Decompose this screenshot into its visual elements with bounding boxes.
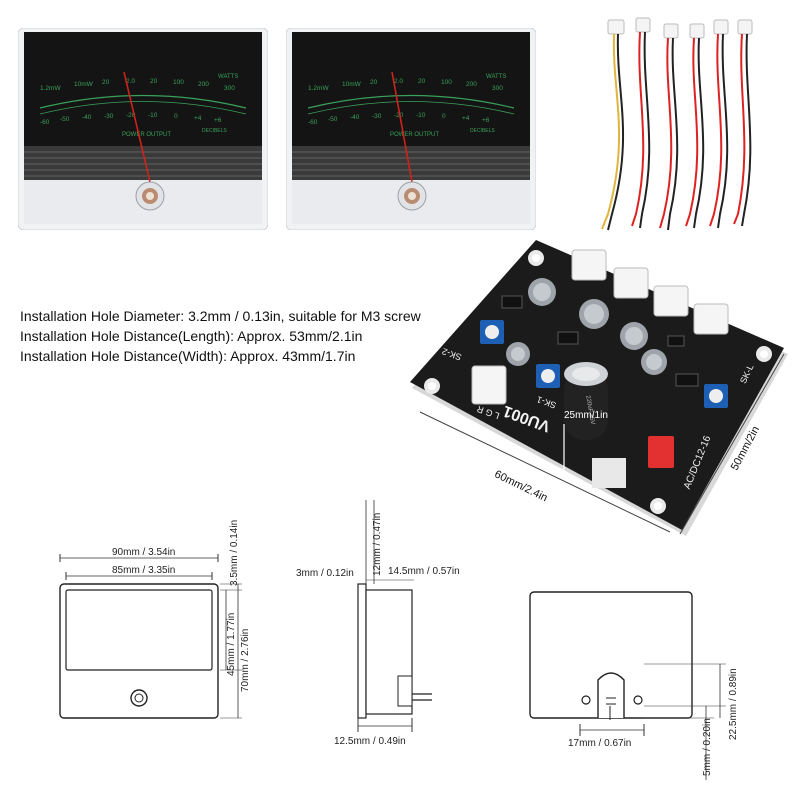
db-label: DECIBELS [470,128,495,134]
mounting-holes [424,250,772,514]
watts-tick-1: 1.2mW [40,85,61,92]
db-tick-6: -10 [416,112,426,119]
meter-title: POWER OUTPUT [390,132,439,138]
db-label: DECIBELS [202,128,227,134]
driver-board: 220uF 25V VU001 AC/DC12-16 SK-2 SK-1 SK-… [410,240,788,536]
cable-yellow [601,19,625,231]
db-tick-9: +6 [482,117,490,124]
vu-meter-left: WATTS 1.2mW 10mW 20 2.0 20 100 200 300 -… [18,28,268,230]
db-tick-3: -40 [350,114,360,121]
dim-height: 25mm/1in [564,410,608,421]
vu-meter-right: WATTS 1.2mW 10mW 20 2.0 20 100 200 300 -… [286,28,536,230]
back-mount-bracket [597,672,625,718]
output-connectors [571,249,729,335]
dim-back-hole-span: 17mm / 0.67in [568,738,631,749]
watts-tick-6: 100 [441,79,452,86]
watts-tick-2: 10mW [74,81,94,88]
watts-tick-8: 300 [224,85,235,92]
dim-side-bottom-depth: 12.5mm / 0.49in [334,736,406,747]
db-tick-9: +6 [214,117,222,124]
meter-needle [123,71,151,183]
watts-label: WATTS [486,74,506,80]
db-tick-4: -30 [372,113,382,120]
watts-tick-4: 2.0 [126,78,135,85]
watts-tick-3: 20 [370,79,378,86]
dim-length: 60mm/2.4in [492,468,549,504]
dim-front-inner-width: 85mm / 3.35in [112,565,175,576]
watts-tick-7: 200 [466,81,477,88]
silkscreen-pad [592,458,626,488]
front-view-drawing: 90mm / 3.54in 85mm / 3.35in 3.5mm / 0.14… [59,520,251,719]
watts-tick-3: 20 [102,79,110,86]
watts-tick-2: 10mW [342,81,362,88]
dim-front-inner-height: 45mm / 1.77in [226,613,237,676]
cable-2 [631,17,651,229]
big-capacitor: 220uF 25V [564,362,608,440]
watts-tick-6: 100 [173,79,184,86]
cable-5 [709,19,729,229]
side-view-drawing: 12mm / 0.47in 3mm / 0.12in 14.5mm / 0.57… [296,500,460,747]
spec-hole-distance-width: Installation Hole Distance(Width): Appro… [20,348,356,364]
watts-tick-8: 300 [492,85,503,92]
capacitors [506,278,667,375]
cap-label: 220uF 25V [584,395,595,425]
dim-side-face-depth: 3mm / 0.12in [296,568,354,579]
db-tick-8: +4 [462,115,470,122]
db-tick-8: +4 [194,115,202,122]
spec-hole-diameter: Installation Hole Diameter: 3.2mm / 0.13… [20,308,421,324]
db-tick-7: 0 [174,113,178,120]
power-connector [648,436,674,468]
side-face [357,583,367,719]
db-tick-3: -40 [82,114,92,121]
spec-hole-distance-length: Installation Hole Distance(Length): Appr… [20,328,363,344]
watts-tick-7: 200 [198,81,209,88]
trim-potentiometers [480,320,728,408]
cable-set [601,17,753,231]
db-tick-1: -60 [308,119,318,126]
dim-back-hole-height: 22.5mm / 0.89in [728,668,739,740]
spec-list: Installation Hole Diameter: 3.2mm / 0.13… [20,306,480,366]
meter-title: POWER OUTPUT [122,132,171,138]
ic-chips [501,295,699,387]
db-tick-5: -20 [394,112,404,119]
db-tick-1: -60 [40,119,50,126]
watts-label: WATTS [218,74,238,80]
db-tick-4: -30 [104,113,114,120]
db-tick-5: -20 [126,112,136,119]
db-tick-6: -10 [148,112,158,119]
meter-window [65,589,213,671]
cable-4 [685,23,705,229]
db-tick-7: 0 [442,113,446,120]
dim-front-outer-width: 90mm / 3.54in [112,547,175,558]
cable-3 [659,23,679,231]
dim-side-top-height: 12mm / 0.47in [372,513,383,576]
db-tick-2: -50 [60,116,70,123]
dim-side-body-depth: 14.5mm / 0.57in [388,566,460,577]
dim-back-hole-offset: 5mm / 0.20in [702,718,713,776]
watts-tick-5: 20 [418,78,426,85]
watts-tick-1: 1.2mW [308,85,329,92]
watts-tick-5: 20 [150,78,158,85]
back-view-drawing: 17mm / 0.67in 22.5mm / 0.89in 5mm / 0.20… [529,591,739,780]
dim-front-outer-height: 70mm / 2.76in [240,629,251,692]
db-tick-2: -50 [328,116,338,123]
watts-tick-4: 2.0 [394,78,403,85]
dim-front-top-gap: 3.5mm / 0.14in [229,520,240,586]
input-connector [471,365,507,405]
cable-6 [733,19,753,227]
meter-needle [391,71,413,183]
